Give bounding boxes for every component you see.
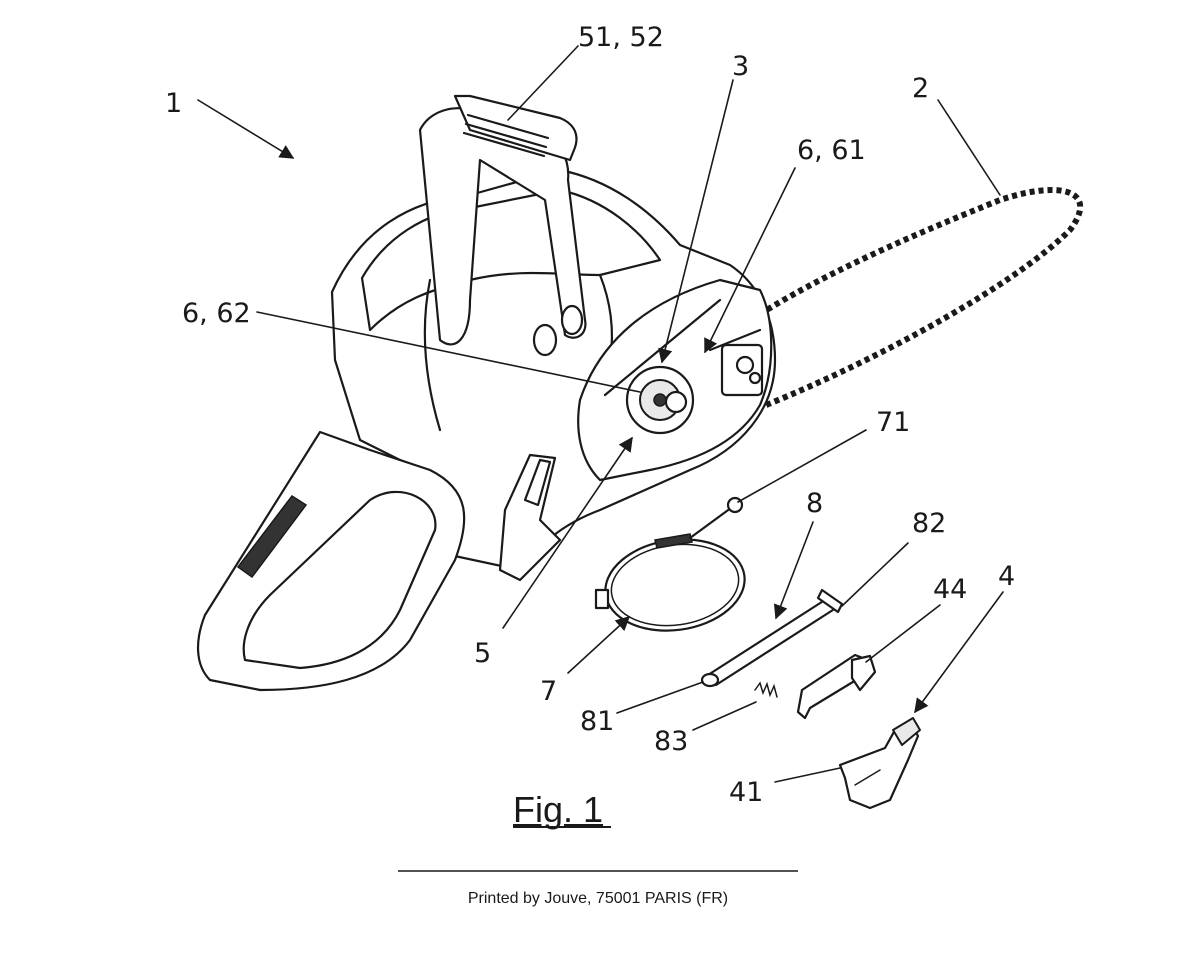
label-7: 7: [540, 676, 557, 707]
brake-band: [594, 496, 746, 632]
reference-labels: 1 51, 52 3 2 6, 61 6, 62 71 8 82 4 44 5 …: [165, 22, 1015, 808]
label-83: 83: [654, 726, 688, 757]
label-3: 3: [732, 51, 749, 82]
figure-caption: Fig. 1: [513, 789, 603, 830]
label-6-62: 6, 62: [182, 298, 251, 329]
label-82: 82: [912, 508, 946, 539]
printer-note: Printed by Jouve, 75001 PARIS (FR): [468, 890, 728, 907]
label-8: 8: [806, 488, 823, 519]
label-81: 81: [580, 706, 614, 737]
label-5: 5: [474, 638, 491, 669]
label-4: 4: [998, 561, 1015, 592]
chainsaw-body: [196, 94, 777, 692]
saw-chain: [689, 187, 1084, 435]
label-1: 1: [165, 88, 182, 119]
label-6-61: 6, 61: [797, 135, 866, 166]
label-71: 71: [876, 407, 910, 438]
label-2: 2: [912, 73, 929, 104]
spring: [754, 681, 778, 698]
leader-lines: [197, 45, 1004, 783]
label-41: 41: [729, 777, 763, 808]
label-51-52: 51, 52: [578, 22, 664, 53]
lever-rod: [700, 588, 844, 688]
label-44: 44: [933, 574, 967, 605]
bracket: [796, 653, 877, 720]
latch: [838, 717, 921, 810]
